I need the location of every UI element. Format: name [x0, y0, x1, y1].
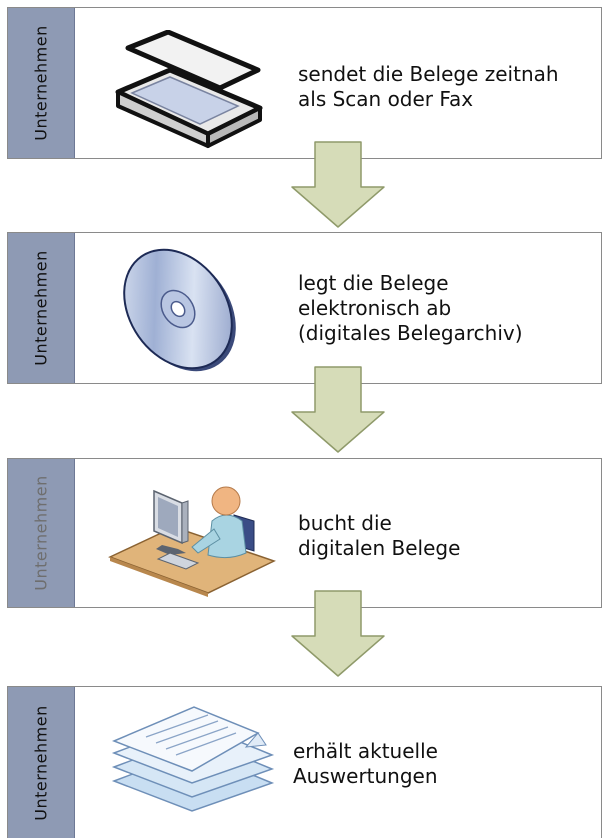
side-panel: Unternehmen — [8, 459, 75, 607]
description-line: als Scan oder Fax — [298, 87, 474, 111]
step-description: erhält aktuelle Auswertungen — [293, 739, 438, 789]
description-line: sendet die Belege zeitnah — [298, 62, 559, 86]
side-label: Unternehmen — [31, 475, 51, 591]
cd-icon — [123, 248, 236, 372]
side-label: Unternehmen — [31, 250, 51, 366]
description-line: legt die Belege — [298, 271, 449, 295]
person-at-computer-icon — [108, 486, 276, 597]
step-1: Unternehmen sendet die Belege zeitnah al… — [7, 7, 602, 159]
side-panel: Unternehmen — [8, 8, 75, 158]
step-4: Unternehmen erhält aktuelle Auswertungen — [7, 686, 602, 838]
side-panel: Unternehmen — [8, 233, 75, 383]
side-panel: Unternehmen — [8, 687, 75, 838]
step-3: Unternehmen bucht die digitalen Belege — [7, 458, 602, 608]
description-line: digitalen Belege — [298, 536, 461, 560]
document-stack-icon — [111, 706, 275, 812]
down-arrow-icon — [291, 141, 385, 228]
step-description: bucht die digitalen Belege — [298, 511, 460, 561]
step-2: Unternehmen legt die Belege elektronisch… — [7, 232, 602, 384]
description-line: (digitales Belegarchiv) — [298, 321, 523, 345]
description-line: Auswertungen — [293, 764, 438, 788]
description-line: erhält aktuelle — [293, 739, 438, 763]
step-description: legt die Belege elektronisch ab (digital… — [298, 271, 523, 346]
side-label: Unternehmen — [31, 704, 51, 821]
down-arrow-icon — [291, 366, 385, 453]
down-arrow-icon — [291, 590, 385, 677]
description-line: bucht die — [298, 511, 392, 535]
description-line: elektronisch ab — [298, 296, 452, 320]
scanner-icon — [115, 30, 263, 148]
side-label: Unternehmen — [31, 25, 51, 141]
step-description: sendet die Belege zeitnah als Scan oder … — [298, 62, 559, 112]
